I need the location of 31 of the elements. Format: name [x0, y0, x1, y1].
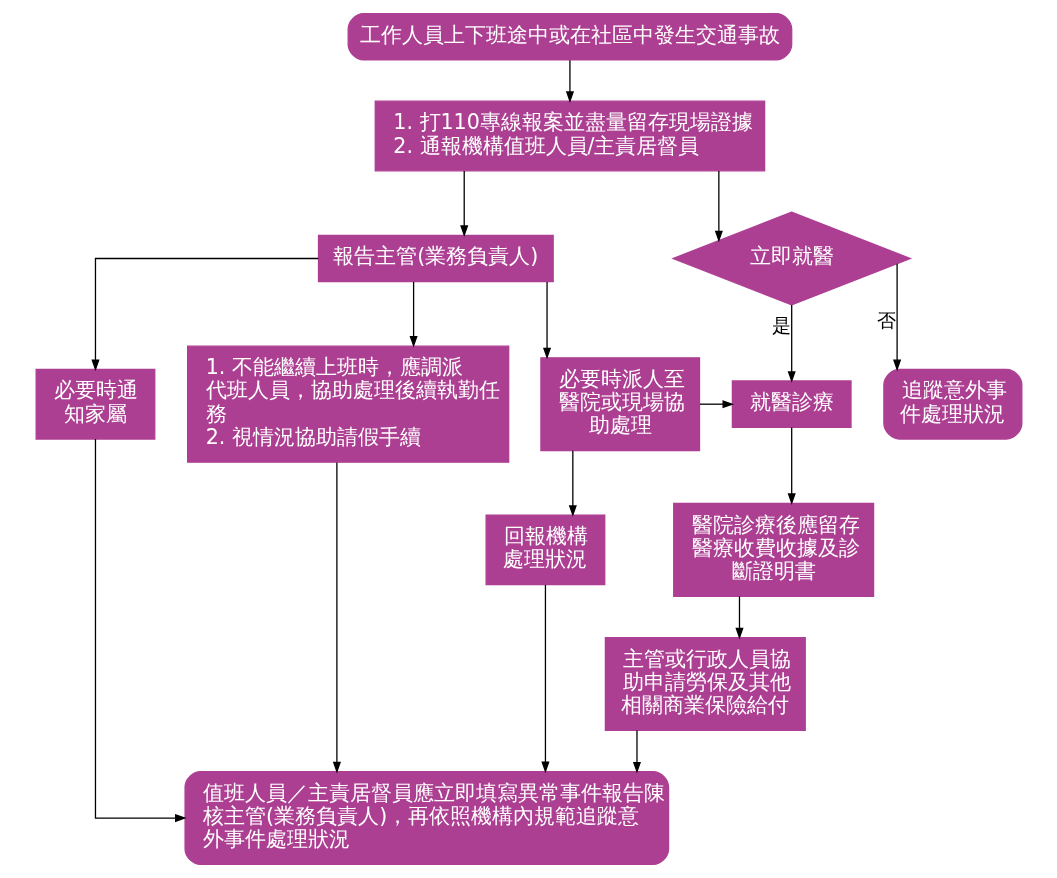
node-box: 醫院診療後應留存醫療收費收據及診斷證明書: [672, 502, 874, 597]
arrow: [734, 595, 744, 640]
edge-label: 否: [876, 309, 896, 333]
node-box: 追蹤意外事件處理狀況: [882, 368, 1022, 440]
arrow: [542, 281, 551, 360]
arrow: [332, 461, 341, 774]
node-box: 必要時派人至醫院或現場協助處理: [539, 357, 700, 452]
arrow: [698, 400, 734, 409]
node-box: 就醫診療: [731, 380, 852, 429]
node-diamond: 立即就醫: [670, 211, 912, 306]
arrow: [540, 584, 549, 774]
arrow: [787, 426, 796, 505]
node-box: 報告主管(業務負責人): [317, 234, 554, 283]
node-box: 回報機構處理狀況: [485, 514, 605, 586]
edge-label: 是: [771, 314, 791, 337]
node-box: 1. 打110專線報案並盡量留存現場證據 2. 通報機構值班人員/主責居督員: [374, 100, 765, 172]
node-box: 工作人員上下班途中或在社區中發生交通事故: [347, 12, 792, 61]
arrow: [90, 257, 319, 372]
arrow: [459, 170, 468, 237]
arrow: [892, 263, 901, 372]
arrow: [787, 304, 796, 383]
node-box: 主管或行政人員協助申請勞保及其他相關商業保險給付: [604, 636, 806, 732]
arrow: [94, 438, 187, 823]
node-box: 必要時通知家屬: [35, 368, 155, 440]
node-box: 值班人員／主責居督員應立即填寫異常事件報告陳核主管(業務負責人)，再依照機構內規範追蹤意外事件處理狀況: [183, 771, 669, 866]
arrow: [714, 170, 723, 243]
arrow: [409, 281, 418, 348]
arrow: [565, 59, 574, 103]
arrow: [632, 729, 641, 774]
arrow: [568, 450, 577, 517]
node-box: 1. 不能繼續上班時，應調派代班人員，協助處理後續執勤任務 2. 視情況協助請假手續: [186, 345, 509, 463]
